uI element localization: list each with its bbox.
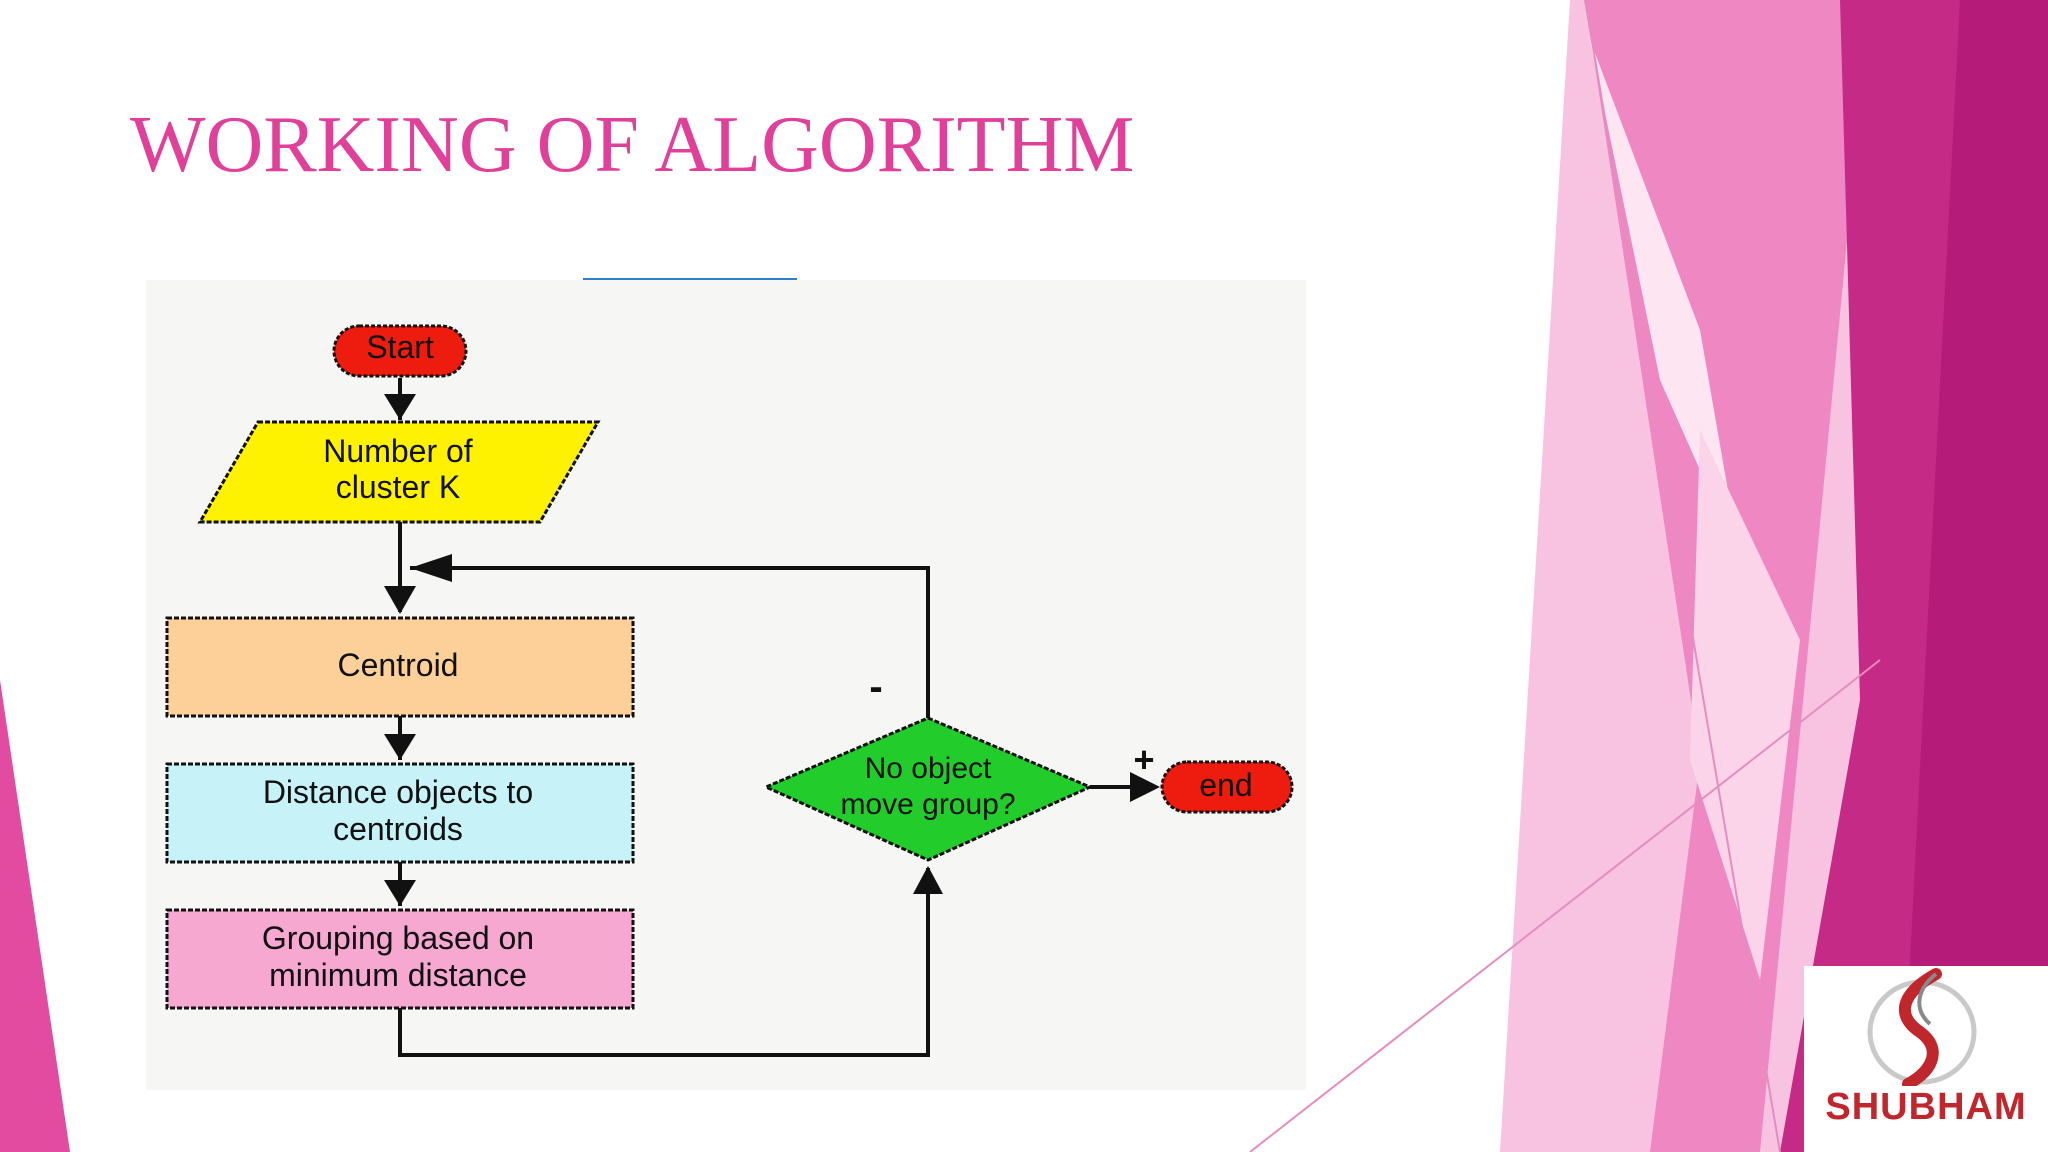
right-darker-band bbox=[1900, 0, 2048, 1152]
right-pale-facet bbox=[1690, 430, 1800, 980]
grouping-label-line1: Grouping based on bbox=[262, 920, 534, 956]
decision-label-line1: No object bbox=[865, 752, 992, 785]
decision-label-line2: move group? bbox=[840, 788, 1015, 821]
arrowhead-loop-back bbox=[410, 554, 452, 582]
line-grouping-to-decision bbox=[398, 868, 930, 1057]
start-label: Start bbox=[366, 329, 434, 365]
grouping-box bbox=[165, 908, 635, 1010]
arrowhead-distance bbox=[384, 734, 416, 760]
left-pink-shard bbox=[0, 680, 70, 1152]
end-label: end bbox=[1199, 767, 1252, 803]
centroid-box bbox=[165, 616, 635, 718]
branch-label-no: - bbox=[869, 665, 882, 709]
decision-diamond bbox=[762, 716, 1094, 862]
arrowhead-decision-bottom bbox=[913, 866, 943, 894]
arrowhead-centroid bbox=[384, 586, 416, 614]
title-underline bbox=[583, 278, 797, 280]
shubham-logo: SHUBHAM bbox=[1804, 966, 2048, 1152]
right-white-facet bbox=[1590, 40, 1740, 560]
centroid-label: Centroid bbox=[338, 647, 459, 683]
input-label-line2: cluster K bbox=[336, 469, 460, 505]
connectors bbox=[384, 378, 1160, 1057]
arrowhead-end bbox=[1130, 772, 1160, 802]
distance-box bbox=[165, 762, 635, 864]
line-decision-no-loop bbox=[410, 566, 930, 718]
page-title: WORKING OF ALGORITHM bbox=[130, 101, 1135, 189]
input-parallelogram bbox=[197, 420, 601, 524]
input-label-line1: Number of bbox=[323, 433, 473, 469]
thin-line-1 bbox=[1584, 0, 1781, 1152]
distance-label-line1: Distance objects to bbox=[263, 774, 533, 810]
logo-text: SHUBHAM bbox=[1825, 1086, 2027, 1128]
thin-line-2 bbox=[1249, 659, 1881, 1152]
grouping-label-line2: minimum distance bbox=[269, 957, 527, 993]
logo-swirl-icon bbox=[1867, 968, 1977, 1086]
arrowhead-grouping bbox=[384, 880, 416, 906]
arrowhead-start-input bbox=[384, 394, 416, 420]
end-terminator bbox=[1160, 760, 1294, 814]
distance-label-line2: centroids bbox=[333, 811, 463, 847]
start-terminator bbox=[332, 324, 468, 378]
branch-label-yes: + bbox=[1133, 739, 1154, 780]
